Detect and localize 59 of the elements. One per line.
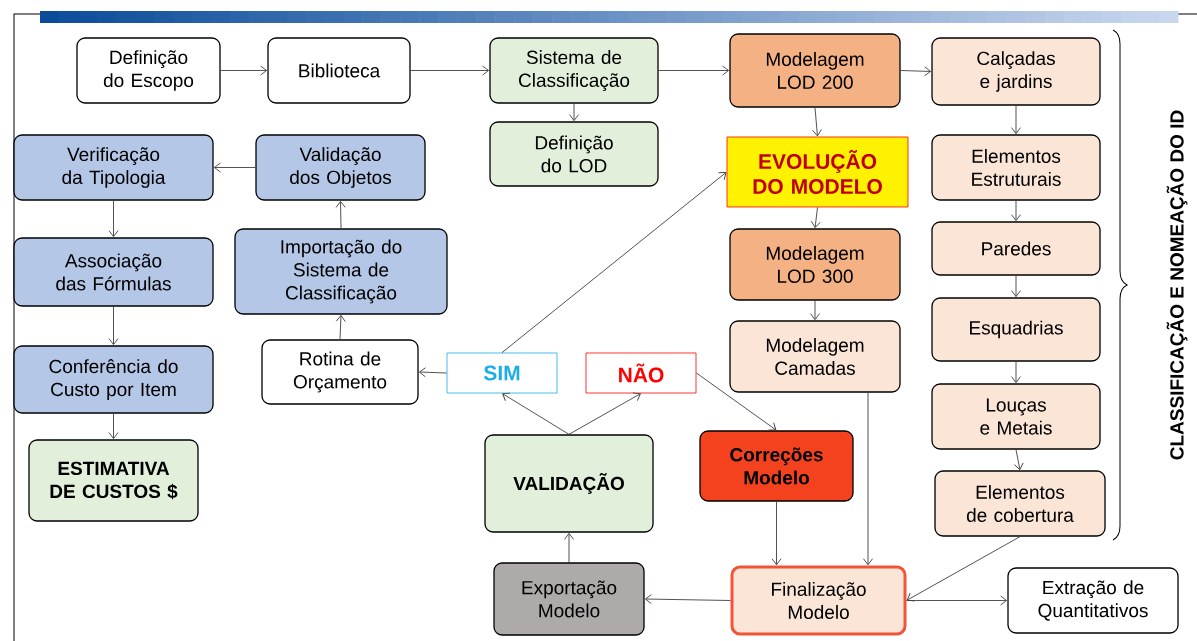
- highlight-box: EVOLUÇÃO DO MODELO: [726, 136, 909, 208]
- process-box: Exportação Modelo: [493, 562, 645, 636]
- arrow: [771, 501, 782, 566]
- arrow: [1011, 275, 1021, 298]
- side-label: CLASSIFICAÇÃO E NOMEAÇÃO DO ID: [1166, 110, 1188, 460]
- process-box: Rotina de Orçamento: [261, 339, 419, 405]
- process-box: Elementos de cobertura: [934, 470, 1106, 537]
- arrow: [812, 107, 822, 137]
- arrow: [1011, 361, 1021, 384]
- process-box: Extração de Quantitativos: [1007, 567, 1179, 634]
- arrow: [569, 103, 579, 122]
- arrow: [568, 392, 641, 435]
- arrow: [900, 66, 932, 77]
- process-box: Paredes: [931, 221, 1101, 276]
- process-box: Modelagem LOD 200: [729, 33, 901, 108]
- arrow: [213, 162, 256, 173]
- arrow: [906, 536, 1021, 602]
- process-box: Associação das Fórmulas: [13, 237, 214, 307]
- arrow: [418, 367, 448, 378]
- arrow: [863, 392, 873, 566]
- process-box: Sistema de Classificação: [489, 37, 659, 104]
- process-box: Conferência do Custo por Item: [13, 345, 214, 414]
- process-box: Definição do LOD: [489, 121, 659, 187]
- process-box: Modelagem LOD 300: [729, 228, 901, 301]
- process-box: Correções Modelo: [699, 430, 854, 502]
- arrow: [658, 65, 730, 76]
- arrow: [810, 206, 821, 229]
- process-box: Calçadas e jardins: [931, 37, 1101, 106]
- process-box: Definição do Escopo: [76, 37, 221, 104]
- arrow: [1011, 105, 1021, 135]
- process-box: VALIDAÇÃO: [484, 434, 654, 533]
- process-box: Louças e Metais: [931, 383, 1101, 450]
- process-box: Biblioteca: [267, 37, 411, 104]
- process-box: Validação dos Objetos: [255, 134, 426, 201]
- arrow: [335, 314, 346, 340]
- arrow: [695, 372, 777, 431]
- arrow: [1011, 200, 1021, 222]
- arrow: [220, 65, 268, 76]
- arrow: [501, 172, 727, 354]
- arrow: [108, 200, 119, 238]
- process-box: Modelagem Camadas: [729, 320, 901, 393]
- answer-box: NÃO: [585, 352, 697, 394]
- process-box: ESTIMATIVA DE CUSTOS $: [28, 439, 199, 522]
- process-box: Esquadrias: [931, 297, 1101, 362]
- arrow: [564, 532, 574, 563]
- process-box: Verificação da Tipologia: [13, 134, 214, 201]
- arrow: [108, 306, 119, 346]
- arrow: [410, 65, 490, 76]
- arrow: [644, 594, 731, 605]
- arrow: [335, 200, 346, 229]
- arrow: [810, 300, 820, 321]
- arrow: [108, 413, 119, 440]
- process-box: Finalização Modelo: [730, 565, 907, 636]
- arrow: [906, 595, 1008, 606]
- process-box: Elementos Estruturais: [931, 134, 1101, 201]
- answer-box: SIM: [446, 352, 558, 394]
- arrow: [502, 392, 570, 435]
- process-box: Importação do Sistema de Classificação: [234, 228, 448, 315]
- arrow: [1013, 449, 1024, 471]
